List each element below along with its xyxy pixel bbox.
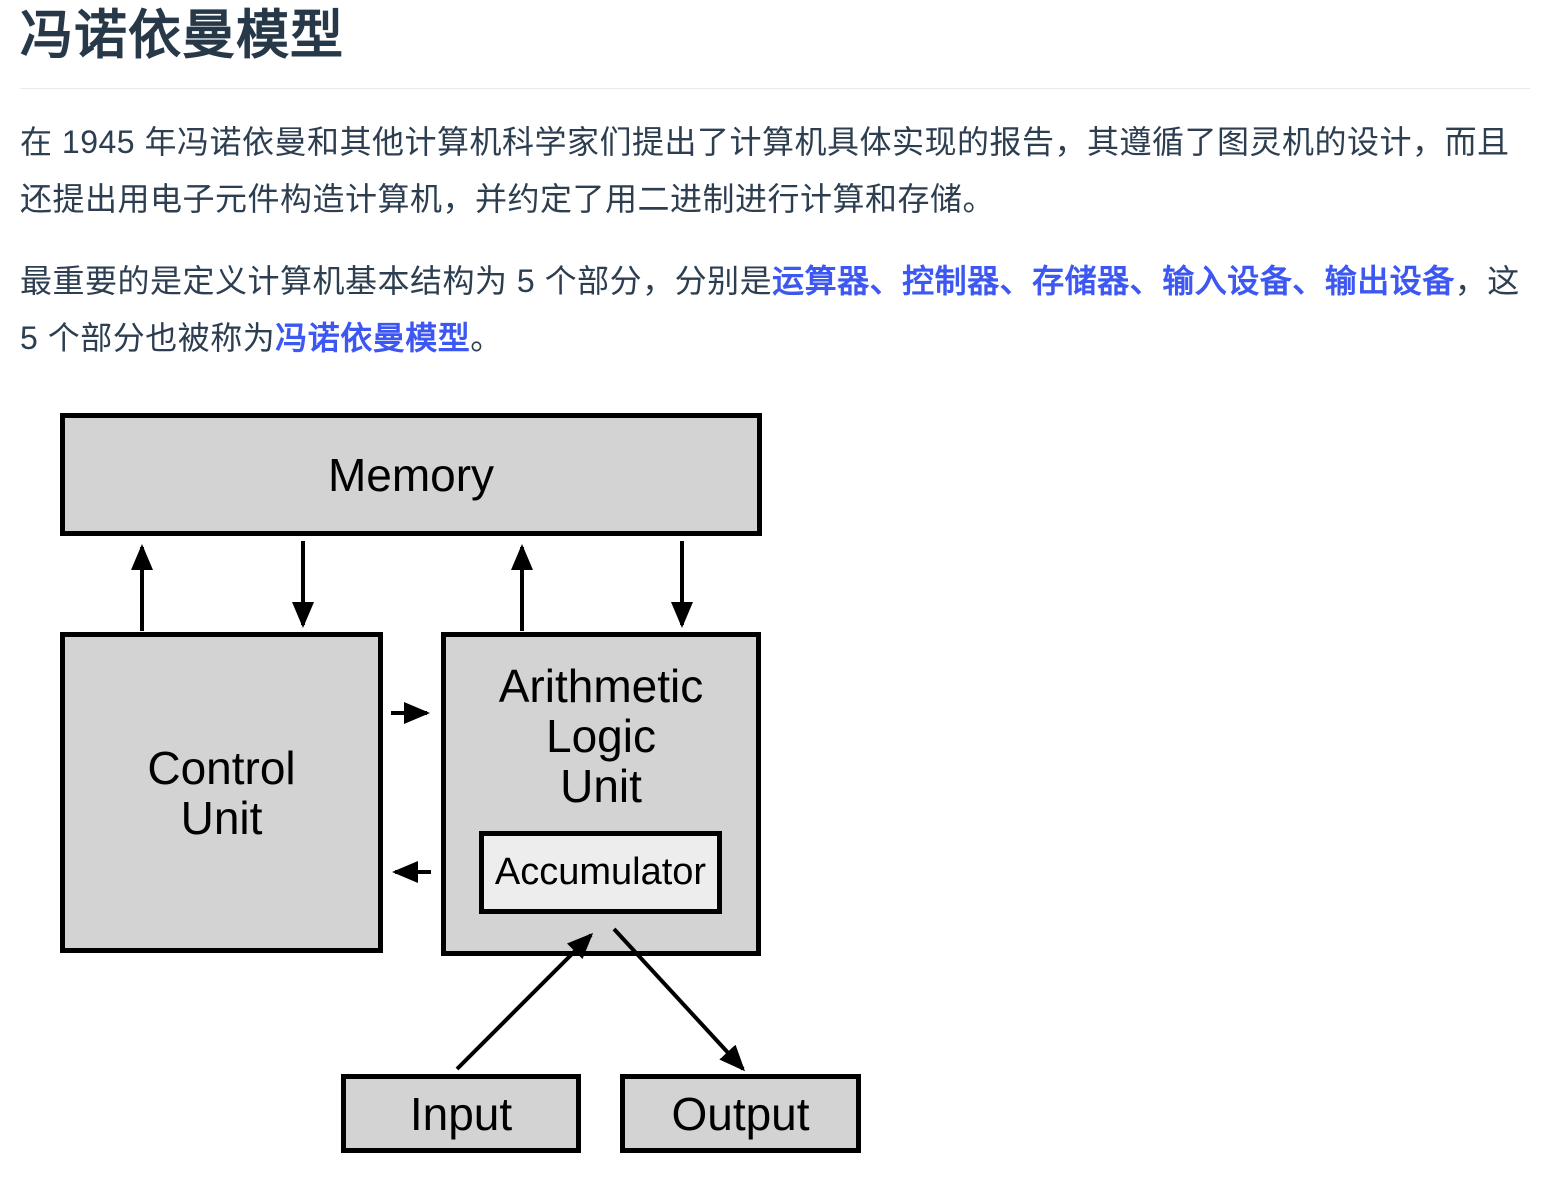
paragraph-intro: 在 1945 年冯诺依曼和其他计算机科学家们提出了计算机具体实现的报告，其遵循了… <box>20 114 1530 228</box>
alu-label-line1: Arithmetic <box>498 660 704 712</box>
link-input-device[interactable]: 输入设备 <box>1162 263 1293 299</box>
memory-box: Memory <box>60 413 762 536</box>
paragraph-structure-prefix: 最重要的是定义计算机基本结构为 5 个部分，分别是 <box>20 263 773 299</box>
accumulator-label: Accumulator <box>494 851 707 893</box>
link-separator: 、 <box>1292 263 1325 299</box>
link-control-unit[interactable]: 控制器 <box>902 263 1000 299</box>
link-alu[interactable]: 运算器 <box>772 263 870 299</box>
link-memory[interactable]: 存储器 <box>1032 263 1130 299</box>
paragraph-structure-suffix: 。 <box>470 320 503 356</box>
input-box: Input <box>341 1074 581 1153</box>
input-label: Input <box>409 1087 513 1140</box>
link-separator: 、 <box>1129 263 1163 299</box>
alu-label-line3: Unit <box>560 760 642 812</box>
control-unit-label-line2: Unit <box>180 791 263 844</box>
link-von-neumann-model[interactable]: 冯诺依曼模型 <box>275 320 471 356</box>
alu-label-line2: Logic <box>546 710 656 762</box>
output-label: Output <box>671 1087 810 1140</box>
link-separator: 、 <box>999 263 1033 299</box>
link-separator: 、 <box>869 263 903 299</box>
control-unit-box: Control Unit <box>60 632 383 953</box>
memory-label: Memory <box>327 448 495 501</box>
paragraph-structure-middle: ，这 5 个部分也被称为 <box>20 263 1520 356</box>
paragraph-structure: 最重要的是定义计算机基本结构为 5 个部分，分别是运算器、控制器、存储器、输入设… <box>20 253 1530 367</box>
page-title: 冯诺依曼模型 <box>20 0 1530 89</box>
accumulator-box: Accumulator <box>479 831 722 914</box>
output-box: Output <box>620 1074 861 1153</box>
paragraph-intro-text: 在 1945 年冯诺依曼和其他计算机科学家们提出了计算机具体实现的报告，其遵循了… <box>20 124 1510 217</box>
control-unit-label-line1: Control <box>147 741 296 794</box>
von-neumann-diagram: Memory Control Unit Arithmetic Logic Uni… <box>60 413 880 1165</box>
link-output-device[interactable]: 输出设备 <box>1324 263 1455 299</box>
article-content: 冯诺依曼模型 在 1945 年冯诺依曼和其他计算机科学家们提出了计算机具体实现的… <box>20 0 1530 1165</box>
